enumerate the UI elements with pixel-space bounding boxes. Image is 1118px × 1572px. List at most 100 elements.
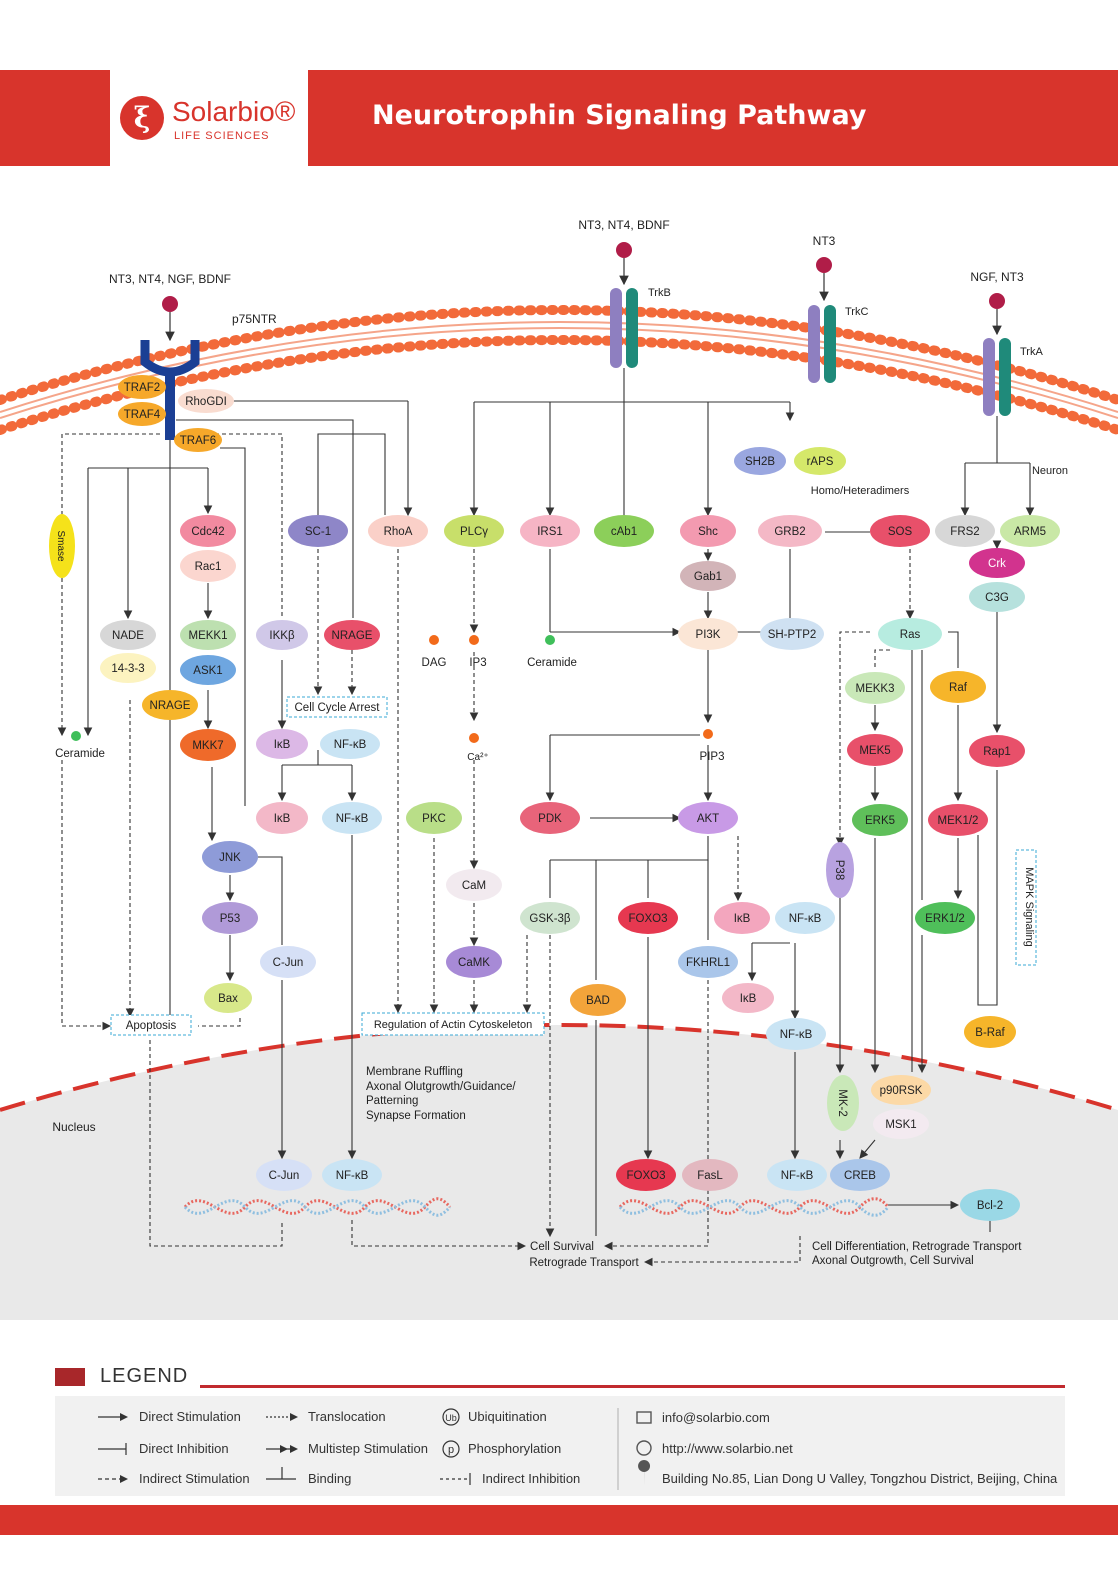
node-mek5: MEK5 [847,734,903,766]
legend-direct-inhibition: Direct Inhibition [139,1441,229,1456]
svg-text:cAb1: cAb1 [611,526,637,538]
node-ikb3: IκB [714,902,770,934]
svg-text:IκB: IκB [740,993,757,1005]
node-ikb1: IκB [256,729,308,759]
node-akt: AKT [678,802,738,834]
svg-text:NF-κB: NF-κB [336,813,369,825]
node-cdc42: Cdc42 [180,515,236,547]
svg-text:Shc: Shc [698,526,718,538]
svg-text:ERK5: ERK5 [865,815,895,827]
node-rhogdi: RhoGDI [178,389,234,413]
node-nfkb5: NF-κB [322,1159,382,1191]
connectors [83,368,1035,1236]
node-nfkb6: NF-κB [767,1159,827,1191]
dna-right [618,1197,890,1217]
node-ceramide2: Ceramide [527,635,577,669]
node-grb2: GRB2 [758,515,822,547]
svg-text:TrkC: TrkC [845,306,868,318]
svg-text:NF-κB: NF-κB [336,1170,369,1182]
svg-text:Patterning: Patterning [366,1095,418,1107]
svg-text:Membrane Ruffling: Membrane Ruffling [366,1066,463,1078]
svg-text:BAD: BAD [586,995,610,1007]
svg-text:TrkA: TrkA [1020,346,1043,358]
svg-text:TrkB: TrkB [648,287,671,299]
svg-text:PLCγ: PLCγ [460,526,488,538]
svg-text:Raf: Raf [949,682,968,694]
node-cam: CaM [446,869,502,901]
label-nucleus: Nucleus [52,1120,95,1134]
svg-text:P38: P38 [833,860,845,880]
node-pdk: PDK [520,802,580,834]
node-creb: CREB [830,1159,890,1191]
node-cjun2: C-Jun [256,1159,312,1191]
svg-text:SC-1: SC-1 [305,526,331,538]
svg-text:IP3: IP3 [469,657,486,669]
node-ikb4: IκB [722,983,774,1013]
svg-text:MKK7: MKK7 [192,740,223,752]
legend-indirect-stimulation: Indirect Stimulation [139,1471,250,1486]
label-retrograde-transport: Retrograde Transport [529,1257,639,1269]
svg-text:Ceramide: Ceramide [527,657,577,669]
ligand-p75: NT3, NT4, NGF, BDNF [109,272,231,342]
svg-text:CaMK: CaMK [458,957,490,969]
ligand-trka: NGF, NT3 [970,270,1024,336]
node-p38: P38 [826,842,854,898]
label-outgrowth: Axonal Outgrowth, Cell Survival [812,1255,974,1267]
node-rac1: Rac1 [180,550,236,582]
svg-text:RhoA: RhoA [384,526,413,538]
contact-website[interactable]: http://www.solarbio.net [662,1441,793,1456]
contact-address: Building No.85, Lian Dong U Valley, Tong… [662,1471,1058,1486]
label-apoptosis: Apoptosis [110,1014,192,1036]
svg-text:IκB: IκB [734,913,751,925]
node-c3g: C3G [969,582,1025,612]
ligand-trkc: NT3 [813,234,836,302]
svg-text:MEK1/2: MEK1/2 [938,815,979,827]
node-sc1: SC-1 [288,515,348,547]
node-frs2: FRS2 [935,515,995,547]
pathway-diagram: NT3, NT4, NGF, BDNF NT3, NT4, BDNF NT3 N… [0,218,1118,1320]
svg-text:NF-κB: NF-κB [334,739,367,751]
legend-translocation: Translocation [308,1409,386,1424]
node-mk2: MK-2 [827,1075,859,1131]
node-nfkb4: NF-κB [766,1018,826,1050]
svg-text:IKKβ: IKKβ [269,630,295,642]
node-braf: B-Raf [964,1016,1016,1048]
svg-text:Cdc42: Cdc42 [191,526,224,538]
svg-text:p90RSK: p90RSK [880,1085,923,1097]
node-foxo3a: FOXO3 [618,902,678,934]
node-raf: Raf [930,671,986,703]
node-ras: Ras [878,618,942,650]
contact-email[interactable]: info@solarbio.com [662,1410,770,1425]
svg-text:GRB2: GRB2 [774,526,805,538]
node-dag: DAG [422,635,447,669]
svg-text:SH2B: SH2B [745,456,775,468]
node-foxo3b: FOXO3 [616,1159,676,1191]
node-traf2: TRAF2 [118,375,166,399]
svg-text:Bax: Bax [218,993,238,1005]
svg-text:NF-κB: NF-κB [789,913,822,925]
svg-text:RhoGDI: RhoGDI [185,396,227,408]
svg-text:FOXO3: FOXO3 [627,1170,666,1182]
node-ip3: IP3 [469,635,487,669]
svg-text:FasL: FasL [697,1170,723,1182]
footer-band [0,1505,1118,1535]
label-differentiation: Cell Differentiation, Retrograde Transpo… [812,1241,1022,1253]
node-ikb2: IκB [256,802,308,834]
svg-text:Smase: Smase [55,530,66,562]
nuclear-membrane [0,1023,1118,1112]
svg-text:CaM: CaM [462,880,486,892]
svg-text:PKC: PKC [422,813,446,825]
svg-text:FKHRL1: FKHRL1 [686,957,730,969]
node-plcg: PLCγ [444,515,504,547]
node-bax: Bax [204,983,252,1013]
svg-text:NGF, NT3: NGF, NT3 [970,270,1024,284]
node-fkhrl1: FKHRL1 [678,946,738,978]
svg-text:p75NTR: p75NTR [232,312,277,326]
legend-title: LEGEND [100,1365,189,1387]
node-smase: Smase [49,514,75,578]
node-nfkb2: NF-κB [322,802,382,834]
node-pip3: PIP3 [700,729,724,763]
dna-left [183,1197,452,1217]
receptor-p75ntr: p75NTR [140,312,277,440]
dashed-connectors [57,433,915,1267]
